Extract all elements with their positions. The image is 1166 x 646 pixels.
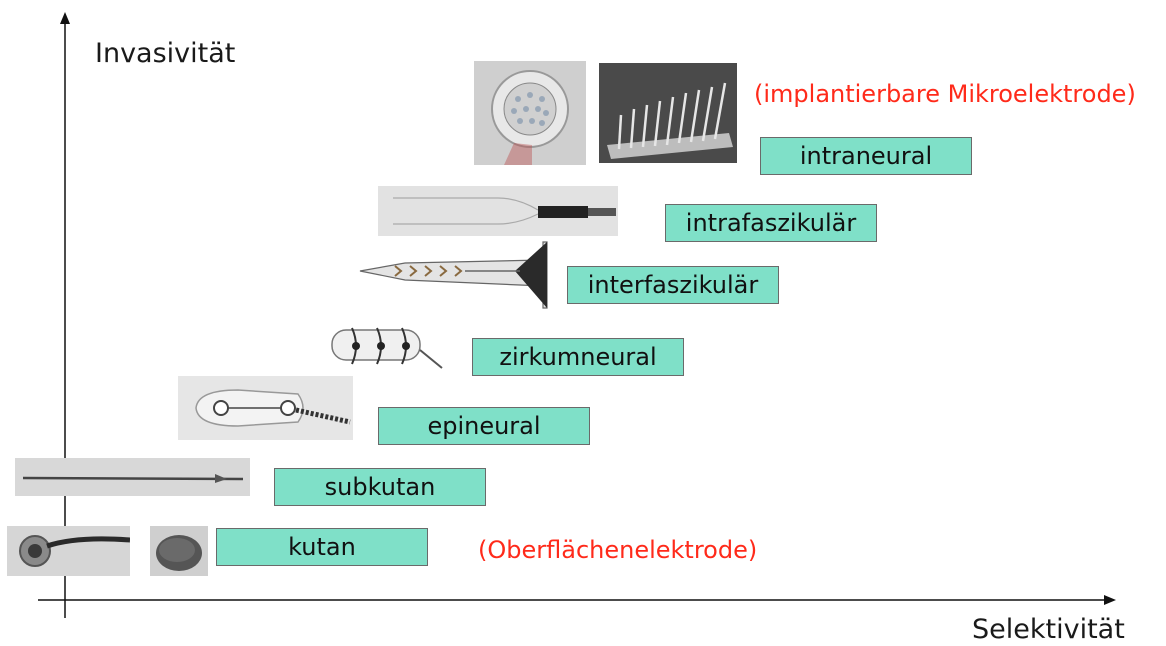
annotation-surface-electrode: (Oberflächenelektrode) [478,536,758,564]
level-box-kutan: kutan [216,528,428,566]
y-axis-arrowhead [60,12,70,24]
level-box-subkutan: subkutan [274,468,486,506]
surface-electrode-cable-image [7,526,130,576]
surface-electrode-disc-image [150,526,208,576]
epineural-electrode-image [178,376,353,440]
interfascicular-electrode-image [355,238,550,313]
y-axis-label: Invasivität [95,38,236,69]
microelectrode-array-disc-image [474,61,586,165]
intrafascicular-electrode-image [378,186,618,236]
cuff-electrode-image [322,318,444,376]
x-axis-arrowhead [1104,595,1116,605]
x-axis-label: Selektivität [972,614,1125,645]
level-box-intrafaszikular: intrafaszikulär [665,204,877,242]
microelectrode-array-needles-image [599,63,737,163]
subcutaneous-needle-image [15,458,250,496]
level-box-zirkumneural: zirkumneural [472,338,684,376]
annotation-implantable-microelectrode: (implantierbare Mikroelektrode) [754,80,1136,108]
level-box-intraneural: intraneural [760,137,972,175]
level-box-interfaszikular: interfaszikulär [567,266,779,304]
level-box-epineural: epineural [378,407,590,445]
